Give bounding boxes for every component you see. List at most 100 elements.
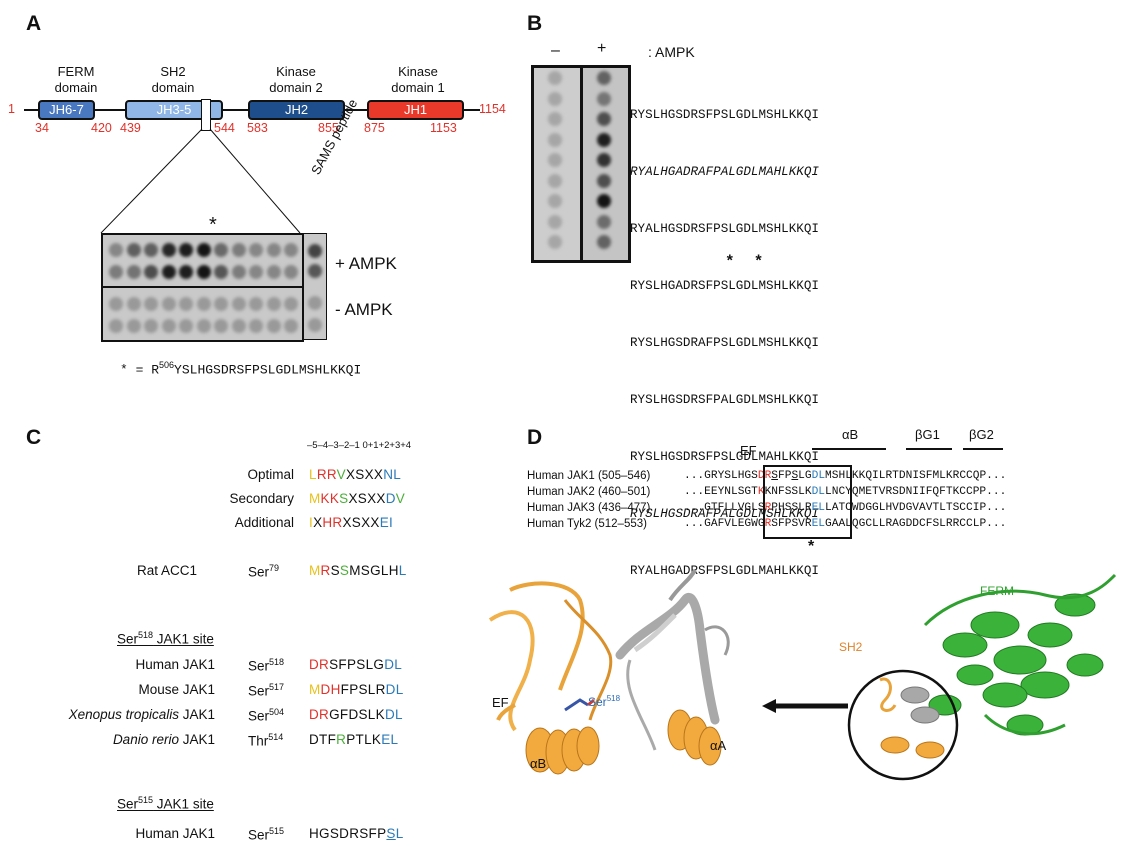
d-bg1-label: βG1 bbox=[915, 427, 940, 442]
blot-b-minus-spot bbox=[548, 173, 562, 188]
domain-jh2: JH2 bbox=[248, 100, 345, 120]
c-ser515-h1: Ser bbox=[117, 796, 139, 812]
k2-title-l1: Kinase bbox=[276, 64, 316, 79]
c-ser518-header: Ser518 JAK1 site bbox=[117, 630, 214, 647]
blot-a-spot bbox=[144, 297, 158, 311]
num-875: 875 bbox=[364, 121, 385, 135]
c-row-mouse-site: Ser517 bbox=[248, 682, 284, 699]
b-seq-7: RYSLHGSDRSFPSLGDLMAHLKKQI bbox=[630, 450, 819, 464]
b-sequence-list: RYSLHGSDRSFPSLGDLMSHLKKQI RYALHGADRAFPAL… bbox=[630, 68, 819, 600]
c-ser515-site-num: 515 bbox=[269, 826, 285, 836]
c-row-danio-site-num: 514 bbox=[268, 732, 284, 742]
panel-c-letter: C bbox=[26, 426, 42, 449]
blot-a-spot bbox=[126, 243, 141, 257]
jh2-label: JH2 bbox=[284, 102, 309, 117]
d-jak2-post: LNCYQMETVRSDNIIFQFTKCCPP... bbox=[825, 486, 1007, 498]
c-ser515-site: Ser515 bbox=[248, 826, 284, 843]
b-seq-8: RYSLHGSDRAFPALGDLMSHLKKQI bbox=[630, 507, 819, 521]
sh2-title-l2: domain bbox=[151, 80, 195, 95]
blot-a-spot bbox=[179, 297, 193, 311]
blot-a-spot bbox=[179, 319, 193, 333]
b-minus-label: – bbox=[551, 42, 560, 59]
c-row-xenopus-site: Ser504 bbox=[248, 707, 284, 724]
jh1-label: JH1 bbox=[403, 102, 428, 117]
blot-a-spot bbox=[214, 265, 228, 279]
blot-a-spot bbox=[231, 265, 246, 279]
blot-a-spot bbox=[249, 319, 263, 333]
c-additional-seq: IXHRXSXXEI bbox=[309, 515, 394, 530]
blot-b-minus-spot bbox=[548, 132, 562, 147]
blot-b-minus-spot bbox=[548, 214, 562, 229]
c-ser515-htail: JAK1 site bbox=[153, 796, 214, 812]
c-row-xenopus-label: Xenopus tropicalis JAK1 bbox=[20, 707, 215, 722]
num-34: 34 bbox=[35, 121, 49, 135]
peptide-highlight-box bbox=[201, 99, 211, 131]
blot-a-spot bbox=[109, 297, 123, 311]
footnote-sup: 506 bbox=[159, 360, 175, 370]
b-seq-2: RYALHGADRAFPALGDLMAHLKKQI bbox=[630, 165, 819, 179]
d-seq-jak3: ...GTFLLVGLSRPHSSLRELLATCWDGGLHVDGVAVTLT… bbox=[684, 502, 1007, 514]
domain-jh6-7: JH6-7 bbox=[38, 100, 95, 120]
blot-a-sams-spot bbox=[308, 296, 322, 310]
blot-a-spot bbox=[126, 319, 141, 333]
d-bg2-label: βG2 bbox=[969, 427, 994, 442]
blot-a-spot bbox=[109, 243, 123, 257]
blot-b-minus bbox=[531, 65, 584, 263]
c-acc1-site: Ser79 bbox=[248, 563, 279, 580]
k1-title-l2: domain 1 bbox=[391, 80, 445, 95]
d-structure-overview bbox=[847, 573, 1117, 781]
blot-a-spot bbox=[144, 319, 158, 333]
c-row-human-site-name: Ser bbox=[248, 658, 270, 674]
c-ser515-seq: HGSDRSFPSL bbox=[309, 826, 404, 841]
b-seq-4: RYSLHGADRSFPSLGDLMSHLKKQI bbox=[630, 279, 819, 293]
d-structure-zoom bbox=[488, 569, 730, 775]
blot-a-spot bbox=[284, 297, 298, 311]
blot-a-spot bbox=[214, 319, 228, 333]
blot-a-spot bbox=[196, 319, 211, 333]
d-ser-name: Ser bbox=[588, 695, 607, 709]
blot-b-minus-spot bbox=[548, 235, 562, 249]
b-seq-5: RYSLHGSDRAFPSLGDLMSHLKKQI bbox=[630, 336, 819, 350]
blot-b-minus-spot bbox=[548, 71, 562, 85]
blot-a-spot bbox=[284, 243, 298, 257]
blot-a-spot bbox=[161, 297, 176, 311]
d-align-box bbox=[763, 465, 852, 539]
d-name-jak1: Human JAK1 (505–546) bbox=[527, 470, 651, 482]
d-jak1-post: MSHLKKQILRTDNISFMLKRCCQP... bbox=[825, 470, 1007, 482]
d-struct-ab: αB bbox=[530, 756, 547, 771]
panel-a-letter: A bbox=[26, 12, 42, 35]
blot-a-spot bbox=[179, 243, 193, 257]
blot-a-spot bbox=[144, 243, 158, 257]
d-seq-jak2: ...EEYNLSGTKKNFSSLKDLLNCYQMETVRSDNIIFQFT… bbox=[684, 486, 1007, 498]
minus-ampk-label: - AMPK bbox=[335, 300, 393, 319]
blot-a-spot bbox=[249, 297, 263, 311]
blot-a-spot bbox=[161, 265, 176, 279]
d-ab-bar bbox=[812, 448, 886, 450]
b-seq-6: RYSLHGSDRSFPALGDLMSHLKKQI bbox=[630, 393, 819, 407]
c-ser518-hnum: 518 bbox=[138, 630, 154, 640]
c-row-mouse-seq: MDHFPSLRDL bbox=[309, 682, 404, 697]
blot-a-spot bbox=[249, 265, 263, 279]
c-ser515-site-name: Ser bbox=[248, 827, 270, 843]
b-ampk-label: : AMPK bbox=[648, 44, 695, 60]
plus-ampk-label: + AMPK bbox=[335, 254, 397, 273]
blot-a-spot bbox=[214, 243, 228, 257]
panel-d-letter: D bbox=[527, 426, 543, 449]
d-arrow bbox=[762, 699, 848, 713]
num-855: 855 bbox=[318, 121, 339, 135]
blot-a-spot bbox=[109, 265, 123, 279]
d-jak2-pre: ...EEYNLSGT bbox=[684, 486, 758, 498]
c-xenopus-tail: JAK1 bbox=[178, 707, 215, 722]
blot-b-plus bbox=[580, 65, 631, 263]
blot-b-minus-spot bbox=[548, 194, 562, 208]
d-jak1-pre: ...GRYSLHGS bbox=[684, 470, 758, 482]
sh2-title-l1: SH2 bbox=[160, 64, 186, 79]
k2-title-l2: domain 2 bbox=[269, 80, 323, 95]
blot-b-plus-spot bbox=[597, 214, 611, 229]
num-1153: 1153 bbox=[430, 121, 457, 135]
d-ferm-label: FERM bbox=[980, 584, 1014, 598]
blot-a-spot bbox=[126, 265, 141, 279]
c-row-human-label: Human JAK1 bbox=[135, 657, 215, 672]
c-acc1-seq: MRSSMSGLHL bbox=[309, 563, 407, 578]
blot-a-spot bbox=[249, 243, 263, 257]
